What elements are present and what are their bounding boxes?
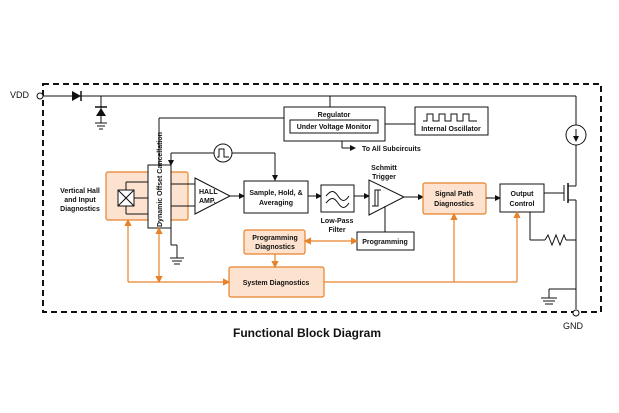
output-control-label-1: Output xyxy=(511,191,535,198)
programming-diag-label-2: Diagnostics xyxy=(255,244,295,251)
output-control-label-2: Control xyxy=(510,201,535,208)
regulator-label: Regulator xyxy=(318,112,351,119)
schmitt-label-2: Trigger xyxy=(372,174,396,181)
sample-hold-label-1: Sample, Hold, & xyxy=(249,190,302,197)
vdd-pin xyxy=(36,92,44,100)
signal-path-label-1: Signal Path xyxy=(435,191,473,198)
oscillator-label: Internal Oscillator xyxy=(421,126,481,133)
system-diag-label: System Diagnostics xyxy=(243,280,310,287)
vertical-hall-label-2: and Input xyxy=(64,197,96,204)
dynamic-offset-label: Dynamic Offset Cancellation xyxy=(157,132,164,227)
programming-label: Programming xyxy=(362,239,408,246)
hall-amp-label-2: AMP. xyxy=(199,198,216,205)
sample-hold-label-2: Averaging xyxy=(259,200,293,207)
programming-diag-label-1: Programming xyxy=(252,235,298,242)
schmitt-label-1: Schmitt xyxy=(371,165,397,172)
lowpass-label-2: Filter xyxy=(328,227,345,234)
vdd-label: VDD xyxy=(10,90,30,100)
output-control-block xyxy=(499,183,545,213)
uv-monitor-label: Under Voltage Monitor xyxy=(297,124,372,131)
hall-amp-label-1: HALL xyxy=(199,189,218,196)
diagram-title: Functional Block Diagram xyxy=(233,326,381,340)
lowpass-label-1: Low-Pass xyxy=(321,218,354,225)
gnd-pin xyxy=(572,309,580,317)
vertical-hall-label-3: Diagnostics xyxy=(60,206,100,213)
signal-path-block xyxy=(422,182,487,215)
lowpass-filter-block xyxy=(320,184,355,213)
schmitt-trigger-block xyxy=(368,179,406,216)
vertical-hall-label-1: Vertical Hall xyxy=(60,188,100,195)
to-all-subcircuits: To All Subcircuits xyxy=(362,146,421,153)
clock-symbol-icon xyxy=(213,143,233,163)
signal-path-label-2: Diagnostics xyxy=(434,201,474,208)
sine-wave-icon xyxy=(325,191,350,201)
uv-monitor-block xyxy=(289,119,379,134)
gnd-label: GND xyxy=(563,321,584,331)
chip-boundary xyxy=(42,83,602,313)
resistor-icon xyxy=(544,233,567,247)
diode-icon xyxy=(72,91,81,101)
sample-hold-block xyxy=(243,180,309,214)
zener-diode-icon xyxy=(96,108,106,116)
hysteresis-icon xyxy=(372,189,381,207)
square-wave-icon xyxy=(423,113,477,122)
hall-amp-block xyxy=(194,177,232,215)
